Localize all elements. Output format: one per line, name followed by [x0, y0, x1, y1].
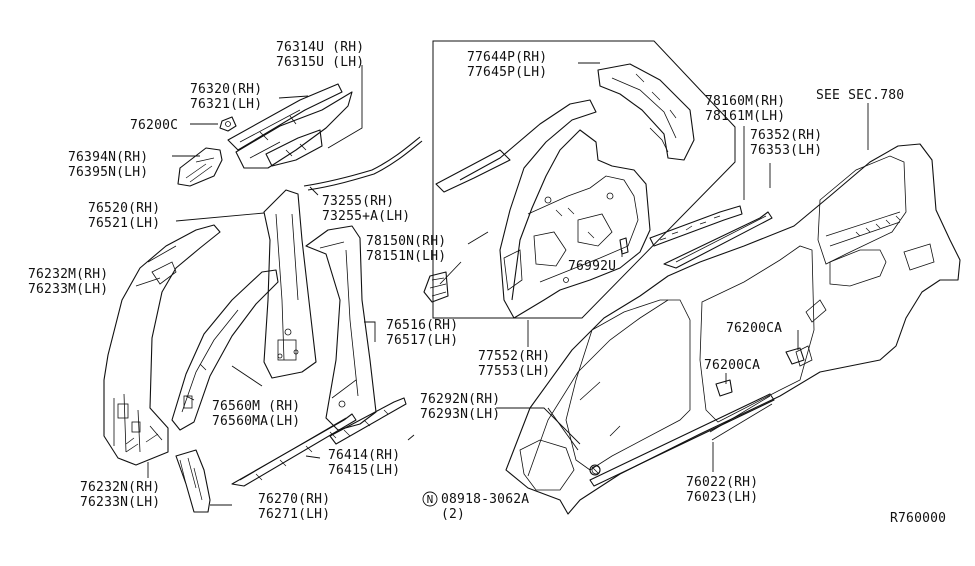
- label-see-sec-780: SEE SEC.780: [816, 88, 904, 103]
- label-76200ca-lower: 76200CA: [704, 358, 760, 373]
- label-73255a: 73255+A(LH): [322, 209, 410, 224]
- label-76353: 76353(LH): [750, 143, 822, 158]
- inner-panel-callout-frame: [432, 40, 736, 319]
- label-73255: 73255(RH): [322, 194, 394, 209]
- leader-lines: [135, 62, 869, 506]
- label-78161m: 78161M(LH): [705, 109, 785, 124]
- part-78150n-bracket: [423, 271, 449, 303]
- label-78151n: 78151N(LH): [366, 249, 446, 264]
- label-76232n: 76232N(RH): [80, 480, 160, 495]
- part-76022-sill-outer: [589, 393, 775, 487]
- part-76414-sill-reinforcement: [231, 413, 357, 487]
- label-76232m: 76232M(RH): [28, 267, 108, 282]
- label-76233n: 76233N(LH): [80, 495, 160, 510]
- label-76414: 76414(RH): [328, 448, 400, 463]
- label-76395n: 76395N(LH): [68, 165, 148, 180]
- part-76394n-bracket: [177, 147, 223, 187]
- part-73255-weatherstrip: [303, 136, 423, 191]
- part-76200ca-clip-lower: [715, 379, 733, 397]
- part-76992u-clip: [619, 237, 629, 255]
- label-76517: 76517(LH): [386, 333, 458, 348]
- part-76232m-front-pillar: [103, 224, 221, 466]
- part-77644p-rear-upper-panel: [597, 63, 695, 161]
- label-76352: 76352(RH): [750, 128, 822, 143]
- label-76320: 76320(RH): [190, 82, 262, 97]
- diagram-reference-id: R760000: [890, 511, 946, 526]
- part-76200ca-clip-upper: [785, 347, 805, 365]
- label-78160m: 78160M(RH): [705, 94, 785, 109]
- part-76270-sill-extension: [329, 397, 407, 445]
- part-76520-center-pillar: [263, 189, 317, 379]
- part-08918-bolt: [589, 464, 601, 476]
- label-76394n: 76394N(RH): [68, 150, 148, 165]
- label-76293n: 76293N(LH): [420, 407, 500, 422]
- label-76321: 76321(LH): [190, 97, 262, 112]
- label-76292n: 76292N(RH): [420, 392, 500, 407]
- label-76560m: 76560M (RH): [212, 399, 300, 414]
- bolt-symbol: N: [427, 493, 434, 506]
- bolt-callout: N 08918-3062A (2): [422, 491, 529, 522]
- label-76200c: 76200C: [130, 118, 178, 133]
- label-76415: 76415(LH): [328, 463, 400, 478]
- label-76560ma: 76560MA(LH): [212, 414, 300, 429]
- label-76270: 76270(RH): [258, 492, 330, 507]
- label-77645p: 77645P(LH): [467, 65, 547, 80]
- label-76023: 76023(LH): [686, 490, 758, 505]
- part-76352-roof-side-strip: [663, 211, 773, 269]
- label-77552: 77552(RH): [478, 349, 550, 364]
- label-77644p: 77644P(RH): [467, 50, 547, 65]
- part-77552-rear-inner-panel: [435, 99, 651, 319]
- label-76516: 76516(RH): [386, 318, 458, 333]
- label-76315u: 76315U (LH): [276, 55, 364, 70]
- bolt-symbol-circle: [422, 491, 438, 507]
- label-76314u: 76314U (RH): [276, 40, 364, 55]
- part-76232n-lower-pillar: [175, 449, 211, 513]
- label-76520: 76520(RH): [88, 201, 160, 216]
- part-78160m-strip: [649, 205, 743, 247]
- label-bolt-qty: (2): [441, 507, 465, 522]
- label-78150n: 78150N(RH): [366, 234, 446, 249]
- label-76022: 76022(RH): [686, 475, 758, 490]
- label-76521: 76521(LH): [88, 216, 160, 231]
- label-76233m: 76233M(LH): [28, 282, 108, 297]
- label-08918-3062a: 08918-3062A: [441, 492, 529, 507]
- label-76200ca-upper: 76200CA: [726, 321, 782, 336]
- label-76271: 76271(LH): [258, 507, 330, 522]
- part-76560m-inner-pillar: [171, 269, 279, 431]
- label-76992u: 76992U: [568, 259, 616, 274]
- part-76314u-roof-rail-bracket: [235, 91, 353, 169]
- part-76516-center-pillar-inner: [305, 225, 377, 431]
- part-76200c-clip: [219, 116, 237, 132]
- label-77553: 77553(LH): [478, 364, 550, 379]
